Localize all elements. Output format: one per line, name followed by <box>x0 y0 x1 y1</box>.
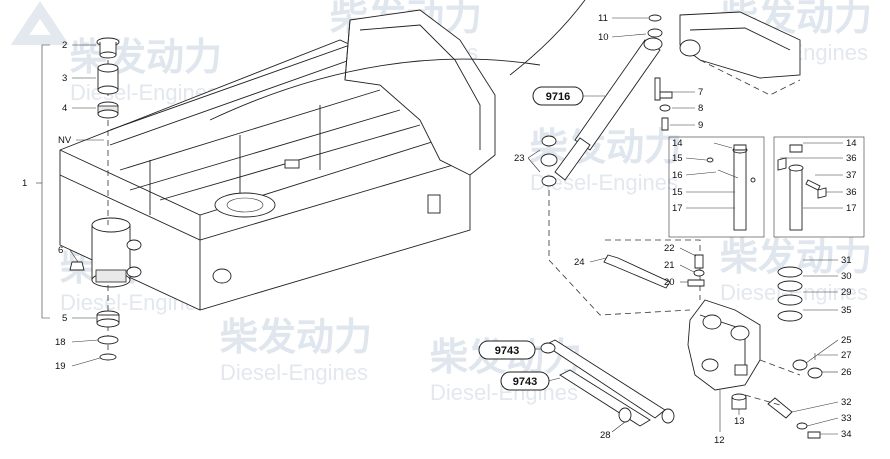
connection-curve-tail <box>509 0 586 76</box>
part-label-9: 9 <box>698 120 703 131</box>
boom-cylinder-drawing <box>540 11 801 316</box>
part-label-32: 32 <box>841 397 852 408</box>
part-label-31: 31 <box>841 255 852 266</box>
part-label-2: 2 <box>62 40 67 51</box>
part-label-14-a: 14 <box>672 138 683 149</box>
svg-text:9743: 9743 <box>495 345 519 357</box>
part-label-23: 23 <box>514 153 525 164</box>
part-label-17-b: 17 <box>846 203 857 214</box>
right-leader-lines <box>527 17 843 435</box>
part-label-15-a: 15 <box>672 153 683 164</box>
part-label-34: 34 <box>841 429 852 440</box>
part-label-18: 18 <box>55 337 66 348</box>
part-label-3: 3 <box>62 73 67 84</box>
watermark-cn-1: 柴发动力 <box>70 35 222 79</box>
assembly-callout-9716[interactable]: 9716 <box>532 86 584 106</box>
part-label-4: 4 <box>62 103 67 114</box>
watermark-cn-9: 柴发动力 <box>220 315 372 359</box>
part-label-14-b: 14 <box>846 138 857 149</box>
right-part-labels: 11 10 7 8 9 23 14 15 16 15 17 14 36 37 3… <box>514 13 857 446</box>
part-label-29: 29 <box>841 287 852 298</box>
left-callout-bracket <box>36 44 104 367</box>
left-part-labels: 1 2 3 4 NV 5 6 18 19 <box>22 40 72 372</box>
part-label-7: 7 <box>698 87 703 98</box>
part-label-24: 24 <box>574 257 585 268</box>
part-label-36-a: 36 <box>846 153 857 164</box>
part-label-35: 35 <box>841 305 852 316</box>
part-label-6: 6 <box>58 245 63 256</box>
part-label-26: 26 <box>841 367 852 378</box>
part-label-28: 28 <box>600 430 611 441</box>
connection-curve <box>209 58 541 121</box>
part-label-36-b: 36 <box>846 187 857 198</box>
part-label-22: 22 <box>664 243 675 254</box>
pin-kit-box-2 <box>773 136 865 238</box>
part-label-30: 30 <box>841 271 852 282</box>
part-label-33: 33 <box>841 413 852 424</box>
watermark-logo-icon <box>10 0 70 45</box>
part-label-21: 21 <box>664 260 675 271</box>
part-label-1: 1 <box>22 178 27 189</box>
part-label-5: 5 <box>62 313 67 324</box>
part-label-12: 12 <box>714 435 725 446</box>
assembly-callout-9743-upper[interactable]: 9743 <box>478 340 536 360</box>
part-label-25: 25 <box>841 335 852 346</box>
part-label-13: 13 <box>734 416 745 427</box>
part-label-10: 10 <box>598 32 609 43</box>
assembly-callout-9743-lower[interactable]: 9743 <box>500 371 550 391</box>
part-label-8: 8 <box>698 103 703 114</box>
swing-bracket-drawing <box>540 254 823 439</box>
part-label-20: 20 <box>664 277 675 288</box>
part-label-17-a: 17 <box>672 203 683 214</box>
part-label-37: 37 <box>846 170 857 181</box>
left-stack-parts <box>69 37 120 361</box>
part-label-16: 16 <box>672 170 683 181</box>
svg-text:9743: 9743 <box>513 376 537 388</box>
part-label-11: 11 <box>598 13 608 24</box>
part-label-19: 19 <box>55 361 66 372</box>
part-label-15-b: 15 <box>672 187 683 198</box>
part-label-nv: NV <box>58 135 72 146</box>
watermark-en-9: Diesel-Engines <box>220 360 368 385</box>
pin-kit-box-1 <box>668 136 765 238</box>
part-label-27: 27 <box>841 350 852 361</box>
svg-text:9716: 9716 <box>546 91 570 103</box>
main-frame-drawing <box>59 9 496 350</box>
